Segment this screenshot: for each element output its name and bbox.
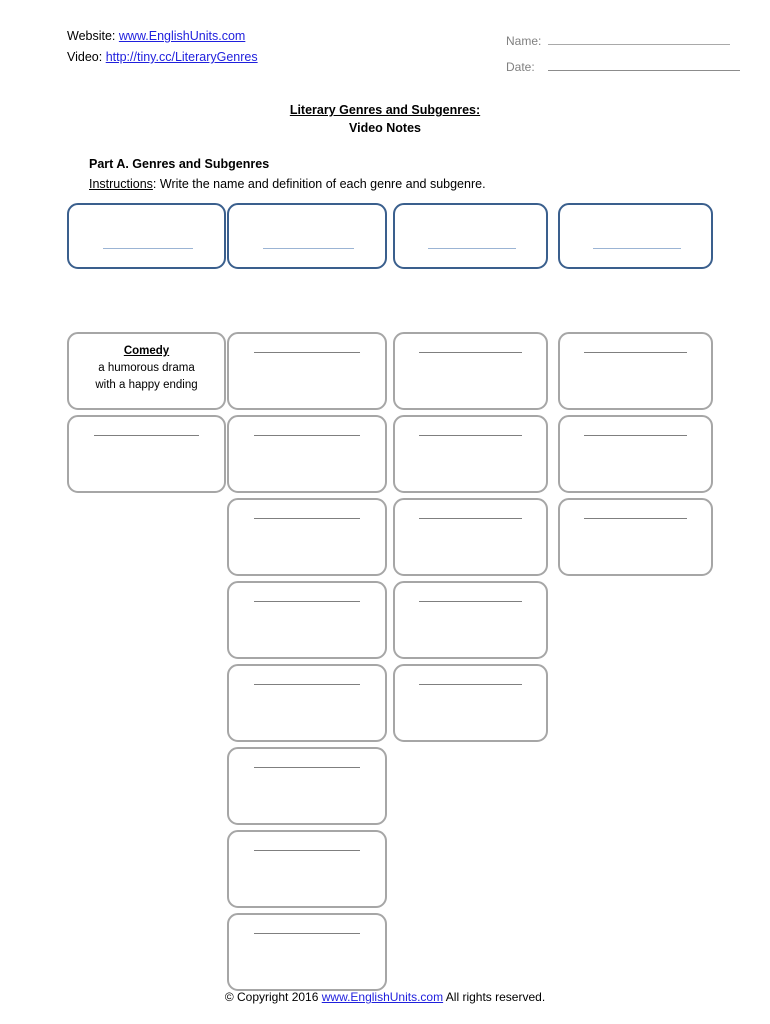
subgenre-blank-line	[419, 518, 522, 519]
website-label: Website:	[67, 29, 116, 43]
website-row: Website: www.EnglishUnits.com	[67, 26, 258, 47]
subgenre-blank-line	[253, 601, 361, 602]
subgenre-blank-line	[253, 352, 361, 353]
name-input[interactable]	[548, 33, 730, 45]
genre-box[interactable]	[227, 203, 387, 269]
footer-link[interactable]: www.EnglishUnits.com	[321, 990, 444, 1004]
page-title-line2: Video Notes	[348, 121, 421, 135]
instructions-text: : Write the name and definition of each …	[152, 177, 486, 191]
instructions-label: Instructions	[89, 177, 153, 191]
subgenre-box[interactable]	[558, 498, 713, 576]
video-link[interactable]: http://tiny.cc/LiteraryGenres	[105, 50, 258, 64]
subgenre-box[interactable]	[558, 415, 713, 493]
footer-copyright: © Copyright 2016 www.EnglishUnits.com Al…	[0, 990, 770, 1004]
subgenre-blank-line	[253, 435, 361, 436]
genre-box[interactable]	[558, 203, 713, 269]
website-link[interactable]: www.EnglishUnits.com	[118, 29, 246, 43]
subgenre-box[interactable]	[227, 498, 387, 576]
subgenre-box[interactable]	[393, 664, 548, 742]
subgenre-box[interactable]	[227, 913, 387, 991]
page-title-line1: Literary Genres and Subgenres:	[289, 103, 481, 117]
copyright-prefix: © Copyright 2016	[224, 990, 322, 1004]
genre-box[interactable]	[393, 203, 548, 269]
name-field-row: Name:	[506, 28, 740, 54]
subgenre-blank-line	[419, 435, 522, 436]
genre-box[interactable]	[67, 203, 226, 269]
part-a-heading: Part A. Genres and Subgenres	[89, 157, 270, 171]
subgenre-blank-line	[253, 518, 361, 519]
name-label: Name:	[506, 34, 542, 48]
subgenre-box[interactable]	[558, 332, 713, 410]
subgenre-definition-line1: a humorous drama	[98, 362, 195, 374]
genre-blank-line	[593, 248, 681, 249]
subgenre-blank-line	[419, 684, 522, 685]
video-row: Video: http://tiny.cc/LiteraryGenres	[67, 47, 258, 68]
subgenre-blank-line	[584, 352, 687, 353]
date-input[interactable]	[548, 59, 740, 71]
subgenre-box[interactable]	[393, 415, 548, 493]
subgenre-box[interactable]	[227, 332, 387, 410]
subgenre-blank-line	[253, 684, 361, 685]
subgenre-box[interactable]	[227, 830, 387, 908]
date-field-row: Date:	[506, 54, 740, 80]
subgenre-box[interactable]	[67, 415, 226, 493]
subgenre-box-filled[interactable]: Comedy a humorous drama with a happy endin…	[67, 332, 226, 410]
subgenre-blank-line	[419, 601, 522, 602]
subgenre-box[interactable]	[227, 747, 387, 825]
subgenre-box[interactable]	[393, 581, 548, 659]
part-a-section: Part A. Genres and Subgenres Instruction…	[89, 154, 486, 194]
student-info-fields: Name: Date:	[506, 28, 740, 80]
copyright-suffix: All rights reserved.	[443, 990, 546, 1004]
subgenre-blank-line	[584, 435, 687, 436]
subgenre-box[interactable]	[393, 498, 548, 576]
subgenre-box[interactable]	[227, 415, 387, 493]
part-a-instructions: Instructions: Write the name and definit…	[89, 174, 486, 194]
subgenre-term: Comedy	[123, 345, 170, 357]
genre-blank-line	[263, 248, 354, 249]
page-title: Literary Genres and Subgenres: Video Not…	[0, 101, 770, 137]
subgenre-blank-line	[419, 352, 522, 353]
genre-blank-line	[428, 248, 516, 249]
video-label: Video:	[67, 50, 103, 64]
genre-blank-line	[103, 248, 193, 249]
subgenre-blank-line	[93, 435, 200, 436]
subgenre-box[interactable]	[393, 332, 548, 410]
subgenre-box[interactable]	[227, 581, 387, 659]
subgenre-blank-line	[253, 767, 361, 768]
subgenre-blank-line	[253, 933, 361, 934]
subgenre-definition-line2: with a happy ending	[95, 379, 198, 391]
subgenre-blank-line	[584, 518, 687, 519]
subgenre-box[interactable]	[227, 664, 387, 742]
subgenre-content: Comedy a humorous drama with a happy endin…	[69, 343, 224, 394]
date-label: Date:	[506, 60, 535, 74]
subgenre-blank-line	[253, 850, 361, 851]
source-links: Website: www.EnglishUnits.com Video: htt…	[67, 26, 258, 68]
